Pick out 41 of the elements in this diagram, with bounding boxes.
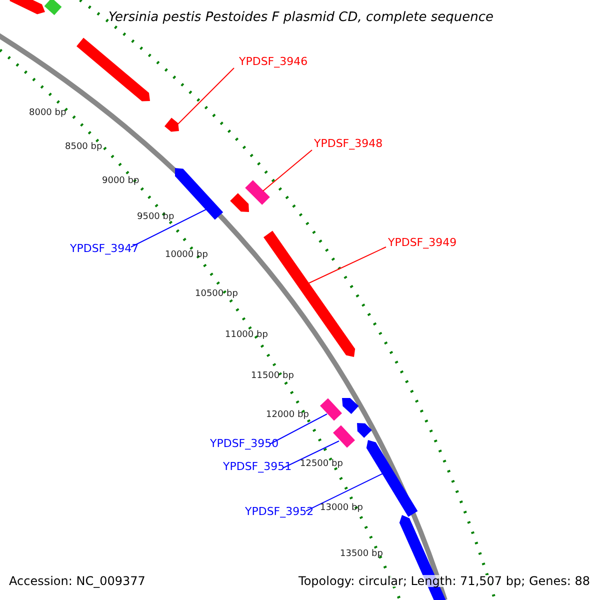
gene-feature [230, 193, 249, 212]
gene-feature [245, 180, 270, 205]
scale-label: 12000 bp [266, 411, 309, 420]
scale-label: 10000 bp [165, 251, 208, 260]
leader-line [270, 414, 328, 444]
gene-feature [76, 38, 150, 102]
scale-label: 10500 bp [195, 290, 238, 299]
scale-label: 11000 bp [225, 331, 268, 340]
scale-label: 9500 bp [137, 213, 174, 222]
gene-feature [164, 118, 179, 132]
gene-feature [175, 168, 224, 220]
accession-text: Accession: NC_009377 [9, 575, 146, 587]
summary-text: Topology: circular; Length: 71,507 bp; Genes: 88 [298, 575, 590, 587]
scale-label: 12500 bp [300, 460, 343, 469]
gene-feature [357, 423, 372, 438]
gene-label: YPDSF_3951 [223, 461, 292, 472]
gene-feature [44, 0, 62, 16]
leader-line [282, 440, 340, 468]
gene-feature [320, 398, 342, 421]
scale-label: 9000 bp [102, 177, 140, 186]
gene-feature [366, 440, 418, 517]
scale-label: 11500 bp [251, 372, 294, 381]
leader-line [306, 472, 384, 512]
leader-line [178, 68, 234, 124]
title: Yersinia pestis Pestoides F plasmid CD, complete sequence [108, 11, 494, 24]
scale-label: 13500 bp [340, 550, 383, 559]
gene-label: YPDSF_3946 [239, 56, 308, 67]
gene-feature [10, 0, 45, 14]
gene-label: YPDSF_3950 [210, 438, 279, 449]
gene-label: YPDSF_3947 [70, 243, 139, 254]
leader-line [306, 246, 386, 284]
scale-label: 8500 bp [65, 143, 102, 152]
gene-label: YPDSF_3948 [314, 138, 383, 149]
leader-line [262, 150, 312, 192]
leader-line [130, 208, 208, 248]
scale-label: 8000 bp [29, 109, 66, 118]
gene-feature [333, 425, 355, 448]
gene-label: YPDSF_3952 [245, 506, 314, 517]
gene-label: YPDSF_3949 [388, 237, 457, 248]
scale-label: 13000 bp [320, 504, 363, 513]
gene-feature [342, 398, 359, 414]
